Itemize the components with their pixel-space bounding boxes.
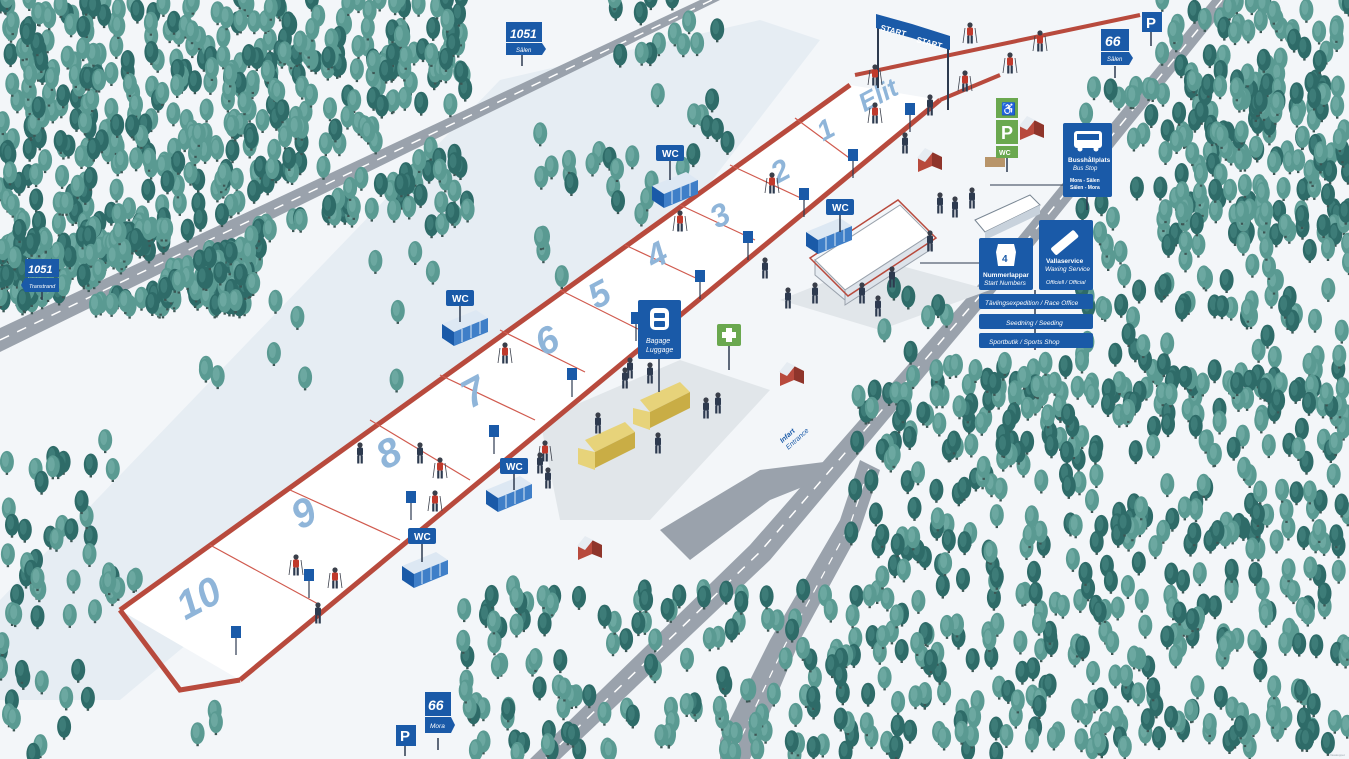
start-field bbox=[118, 13, 1141, 693]
road-66 bbox=[530, 0, 1232, 759]
road-sign-1051-top[interactable]: 1051 Sälen bbox=[506, 22, 546, 66]
waxing-service-sign[interactable]: Vallaservice Waxing Service Officiell / … bbox=[1039, 220, 1093, 290]
waxing-service-title: Vallaservice bbox=[1046, 258, 1084, 265]
bib-icon: 4 bbox=[996, 244, 1016, 266]
bus-stop-times-2: Sälen - Mora bbox=[1070, 185, 1100, 191]
zone-marker-post bbox=[231, 626, 241, 655]
parking-top-label: P bbox=[1146, 15, 1156, 32]
road-sign-66-bottom[interactable]: 66 Mora bbox=[425, 692, 455, 750]
seeding-label: Seedning / Seeding bbox=[1006, 320, 1063, 327]
road-secondary bbox=[720, 460, 880, 759]
wc-sign-4-label: WC bbox=[506, 462, 523, 473]
bus-stop-times-1: Mora - Sälen bbox=[1070, 178, 1100, 184]
parking-bottom-label: P bbox=[400, 728, 410, 745]
accessible-parking-wc: WC bbox=[999, 150, 1011, 157]
road-sign-66-top[interactable]: 66 Sälen bbox=[1101, 29, 1133, 78]
zone-divider bbox=[679, 204, 756, 241]
parking-sign-bottom[interactable]: P bbox=[396, 725, 416, 756]
road-66-bottom-destination: Mora bbox=[430, 723, 445, 730]
baggage-sign-title: Bagage bbox=[646, 338, 670, 345]
road-66-top-destination: Sälen bbox=[1107, 57, 1123, 63]
bus-stop-title: Busshållplats bbox=[1068, 156, 1111, 164]
wc-sign-4[interactable]: WC bbox=[500, 458, 528, 490]
road-1051-top-destination: Sälen bbox=[516, 48, 532, 54]
backpack-icon bbox=[650, 308, 669, 330]
zone-divider bbox=[624, 244, 701, 281]
sports-shop-label: Sportbutik / Sports Shop bbox=[989, 339, 1060, 346]
zone-divider bbox=[209, 544, 321, 606]
waxing-service-subtitle: Waxing Service bbox=[1045, 266, 1090, 273]
zone-marker-post bbox=[489, 425, 499, 454]
svg-text:4: 4 bbox=[1002, 254, 1008, 265]
start-numbers-sign[interactable]: 4 Nummerlappar Start Numbers bbox=[979, 238, 1033, 290]
bus-stop-sign[interactable]: Busshållplats Bus Stop Mora - Sälen Säle… bbox=[990, 123, 1112, 210]
accessible-parking-sign[interactable]: ♿ P WC bbox=[996, 98, 1018, 172]
accessible-parking-p: P bbox=[1001, 123, 1013, 143]
sports-shop-sign[interactable]: Sportbutik / Sports Shop bbox=[979, 333, 1093, 348]
zone-divider bbox=[794, 117, 853, 161]
zone-marker-post bbox=[743, 231, 753, 260]
zone-marker-post bbox=[567, 368, 577, 397]
road-1051-top-number: 1051 bbox=[510, 27, 537, 41]
road-sign-1051-left[interactable]: 1051 Transtrand bbox=[21, 259, 59, 300]
bus-icon bbox=[1074, 131, 1102, 152]
road-1051-left-destination: Transtrand bbox=[29, 284, 56, 290]
zone-marker-post bbox=[406, 491, 416, 520]
baggage-truck-2 bbox=[633, 382, 690, 430]
zone-marker-post bbox=[799, 188, 809, 217]
wax-tube-icon bbox=[1051, 230, 1079, 255]
waxing-service-note: Officiell / Official bbox=[1046, 280, 1086, 286]
start-numbers-title: Nummerlappar bbox=[983, 272, 1029, 279]
race-office-label: Tävlingsexpedition / Race Office bbox=[985, 300, 1079, 307]
credit: Vasaloppet bbox=[1330, 753, 1345, 757]
zone-marker-post bbox=[631, 312, 641, 341]
service-building[interactable] bbox=[808, 199, 938, 306]
zone-divider bbox=[289, 489, 401, 541]
wood-pile bbox=[985, 157, 1005, 167]
zone-marker-post bbox=[695, 270, 705, 299]
road-1051-left-number: 1051 bbox=[28, 264, 52, 276]
road-66-top-number: 66 bbox=[1105, 33, 1121, 49]
seeding-sign[interactable]: Seedning / Seeding bbox=[979, 314, 1093, 329]
wc-sign-2-label: WC bbox=[832, 203, 849, 214]
road-66-bottom-number: 66 bbox=[428, 697, 444, 713]
zone-divider bbox=[559, 289, 641, 331]
wc-sign-3[interactable]: WC bbox=[446, 290, 474, 322]
wc-sign-3-label: WC bbox=[452, 294, 469, 305]
start-numbers-subtitle: Start Numbers bbox=[984, 280, 1027, 287]
race-office-sign[interactable]: Tävlingsexpedition / Race Office bbox=[979, 294, 1093, 309]
wc-sign-5-label: WC bbox=[414, 532, 431, 543]
zone-divider bbox=[499, 329, 586, 373]
wc-sign-1-label: WC bbox=[662, 149, 679, 160]
wc-sign-1[interactable]: WC bbox=[656, 145, 684, 180]
zone-divider bbox=[729, 164, 806, 201]
baggage-sign-subtitle: Luggage bbox=[646, 347, 673, 354]
bus-stop-subtitle: Bus Stop bbox=[1073, 166, 1098, 172]
start-zone-markers bbox=[231, 103, 915, 655]
wheelchair-icon: ♿ bbox=[1001, 102, 1016, 116]
bus bbox=[974, 194, 1041, 240]
baggage-truck-1 bbox=[578, 422, 635, 470]
wc-sign-2[interactable]: WC bbox=[826, 199, 854, 232]
zone-marker-post bbox=[848, 149, 858, 178]
baggage-sign[interactable]: Bagage Luggage bbox=[638, 300, 681, 392]
zone-divider bbox=[439, 374, 536, 421]
wc-sign-5[interactable]: WC bbox=[408, 528, 436, 562]
parking-sign-top[interactable]: P bbox=[1142, 12, 1162, 46]
zone-marker-post bbox=[905, 103, 915, 132]
first-aid-sign[interactable] bbox=[717, 324, 741, 370]
zone-marker-post bbox=[304, 569, 314, 598]
